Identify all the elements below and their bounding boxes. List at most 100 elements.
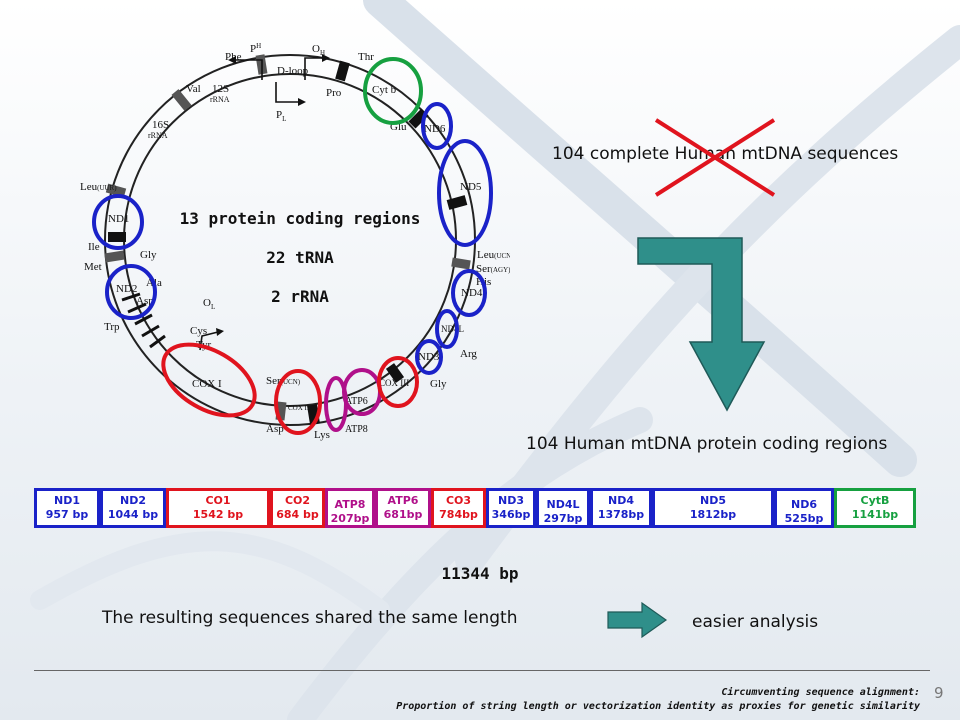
label-nd4l-map: ND4L [441, 324, 464, 334]
segment-length: 1378bp [597, 508, 645, 521]
segment-name: CO3 [445, 494, 472, 507]
label-nd5-map: ND5 [460, 181, 482, 193]
easier-analysis-text: easier analysis [692, 612, 819, 632]
total-length: 11344 bp [441, 564, 519, 583]
footer-divider [34, 670, 930, 671]
highlight-cox3 [377, 356, 419, 408]
label-lys: Lys [314, 429, 330, 441]
label-leu-uur: Leu(UUR) [80, 181, 117, 193]
label-cox1-map: COX I [192, 378, 222, 390]
highlight-cytb [363, 57, 423, 125]
label-cox2-map: COX II [288, 404, 310, 412]
label-atp8-map: ATP8 [345, 424, 368, 435]
highlight-nd4 [451, 269, 487, 317]
label-nd2-map: ND2 [116, 283, 137, 295]
trna-count: 22 tRNA [266, 248, 334, 267]
label-12s: 12S [212, 83, 229, 95]
highlight-nd6 [421, 102, 453, 150]
highlight-cox2 [274, 369, 322, 435]
down-arrow-icon [637, 237, 766, 412]
segment-length: 297bp [543, 512, 583, 525]
label-pl: PL [276, 109, 286, 123]
segment-length: 681bp [383, 508, 423, 521]
segment-name: ND3 [498, 494, 524, 507]
label-gly2: Gly [430, 378, 447, 390]
page-number: 9 [934, 684, 944, 702]
mtdna-circular-map: Phe PH OH Thr Val 12S rRNA D-loop Pro PL… [80, 42, 510, 441]
label-asp2: Asp [266, 423, 284, 435]
label-16s: 16S [152, 119, 169, 131]
footer-line-1: Circumventing sequence alignment: [721, 687, 920, 698]
label-trp: Trp [104, 321, 120, 333]
label-leu-ucn: Leu(UCN) [477, 249, 510, 261]
complete-sequences-text: 104 complete Human mtDNA sequences [552, 144, 899, 164]
label-gly1: Gly [140, 249, 157, 261]
label-cys: Cys [190, 325, 207, 337]
label-dloop: D-loop [277, 65, 309, 77]
segment-length: 1812bp [689, 508, 737, 521]
label-12s-sub: rRNA [210, 95, 230, 104]
highlight-nd1 [92, 194, 144, 250]
segment-name: ATP8 [334, 498, 366, 511]
segment-name: CO1 [205, 494, 231, 507]
highlight-atp6 [342, 368, 382, 416]
label-oh: OH [312, 43, 325, 57]
segment-length: 1542 bp [192, 508, 244, 521]
segment-length: 207bp [330, 512, 370, 525]
segment-length: 957 bp [45, 508, 89, 521]
coding-regions-text: 104 Human mtDNA protein coding regions [526, 434, 888, 454]
cross-out-icon [654, 118, 776, 197]
result-text: The resulting sequences shared the same … [102, 608, 518, 628]
label-ph: PH [250, 42, 261, 55]
highlight-nd3 [415, 339, 443, 375]
label-phe: Phe [225, 51, 242, 63]
segment-name: ND2 [120, 494, 146, 507]
label-atp6-map: ATP6 [345, 396, 368, 407]
label-ser-ucn: Ser(UCN) [266, 375, 301, 387]
label-nd3-map: ND3 [418, 351, 440, 363]
label-ol: OL [203, 297, 215, 311]
label-met: Met [84, 261, 102, 273]
label-16s-sub: rRNA [148, 131, 168, 140]
segment-name: ATP6 [387, 494, 419, 507]
protein-coding-count: 13 protein coding regions [179, 209, 421, 228]
footer-text: Circumventing sequence alignment: Propor… [300, 686, 920, 714]
label-cox3-map: COX III [379, 378, 409, 388]
label-asp1: Asp [136, 295, 154, 307]
segment-name: ND6 [791, 498, 817, 511]
highlight-nd2 [105, 264, 157, 320]
rrna-count: 2 rRNA [271, 287, 329, 306]
label-arg: Arg [460, 348, 477, 360]
segment-name: ND4 [608, 494, 634, 507]
highlight-cox1 [161, 342, 257, 418]
segment-name: ND1 [54, 494, 80, 507]
label-nd6-map: ND6 [424, 123, 446, 135]
segment-name: ND5 [700, 494, 726, 507]
highlight-nd5 [437, 139, 493, 247]
right-arrow-icon [607, 601, 668, 639]
label-nd1-map: ND1 [108, 213, 129, 225]
label-nd4-map: ND4 [461, 287, 483, 299]
segment-name: CytB [860, 494, 890, 507]
label-ser-agy: Ser(AGY) [476, 263, 510, 275]
segment-length: 1141bp [851, 508, 899, 521]
segment-name: CO2 [284, 494, 311, 507]
segment-length: 346bp [491, 508, 531, 521]
segment-name: ND4L [546, 498, 580, 511]
label-thr: Thr [358, 51, 374, 63]
